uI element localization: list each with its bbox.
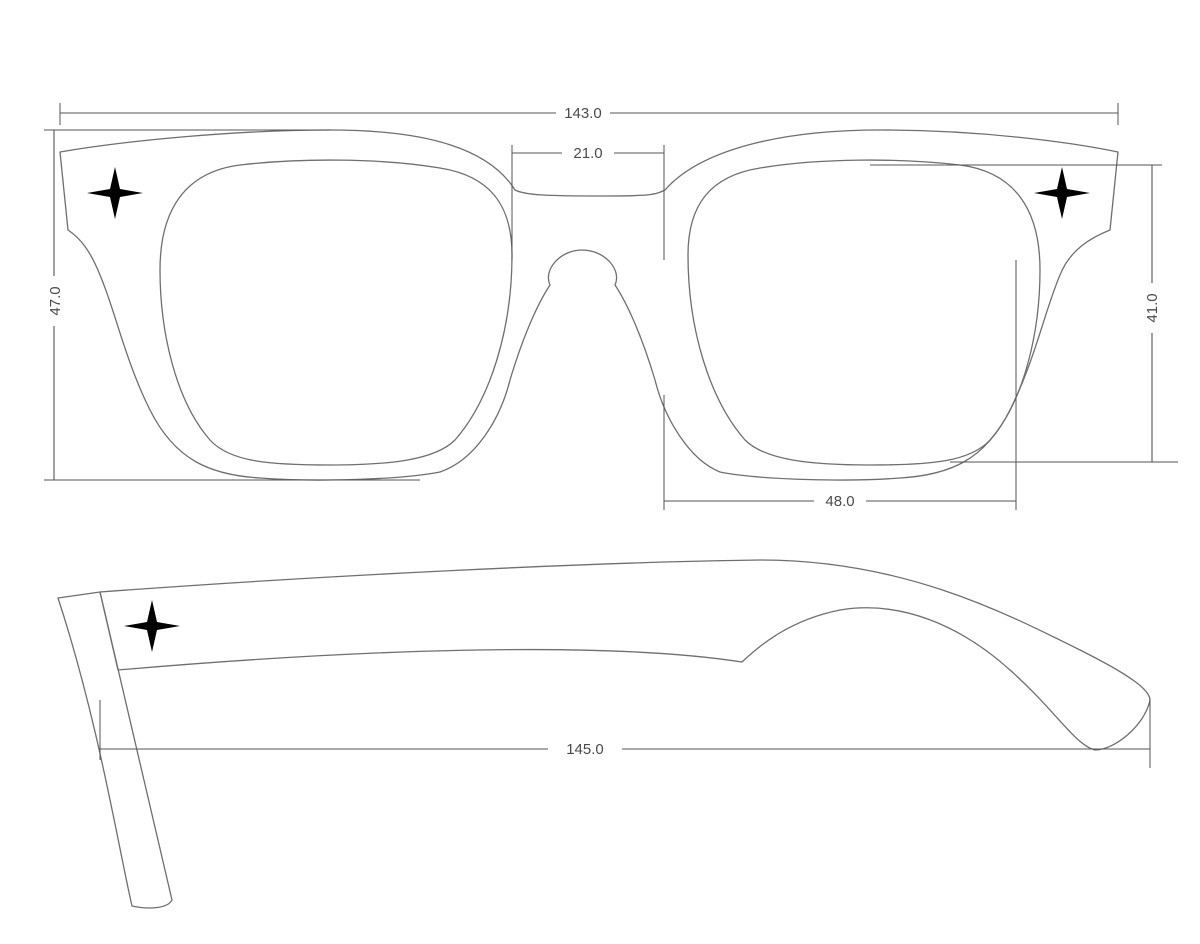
right-lens-outline — [687, 159, 1041, 466]
front-frame-outline — [59, 129, 1119, 481]
left-hinge-star-icon — [87, 167, 143, 219]
dimension-lens-height: 41.0 — [870, 164, 1178, 463]
temple-front-edge — [57, 591, 173, 909]
dimension-lens-width: 48.0 — [663, 260, 1017, 512]
left-lens-outline — [159, 159, 513, 466]
lens-height-label: 41.0 — [1144, 293, 1161, 322]
dimension-frame-height: 47.0 — [43, 129, 420, 481]
total-width-label: 143.0 — [564, 105, 602, 122]
temple-length-label: 145.0 — [566, 741, 604, 758]
bridge-width-label: 21.0 — [573, 145, 602, 162]
temple-outline — [99, 559, 1151, 751]
lens-width-label: 48.0 — [825, 493, 854, 510]
dimension-total-width: 143.0 — [59, 102, 1119, 125]
temple-arm — [57, 559, 1151, 909]
temple-star-icon — [124, 600, 180, 652]
dimension-temple-length: 145.0 — [99, 700, 1151, 768]
frame-height-label: 47.0 — [47, 286, 64, 315]
right-hinge-star-icon — [1034, 167, 1090, 219]
front-frame — [59, 129, 1119, 481]
dimension-bridge-width: 21.0 — [511, 142, 665, 260]
